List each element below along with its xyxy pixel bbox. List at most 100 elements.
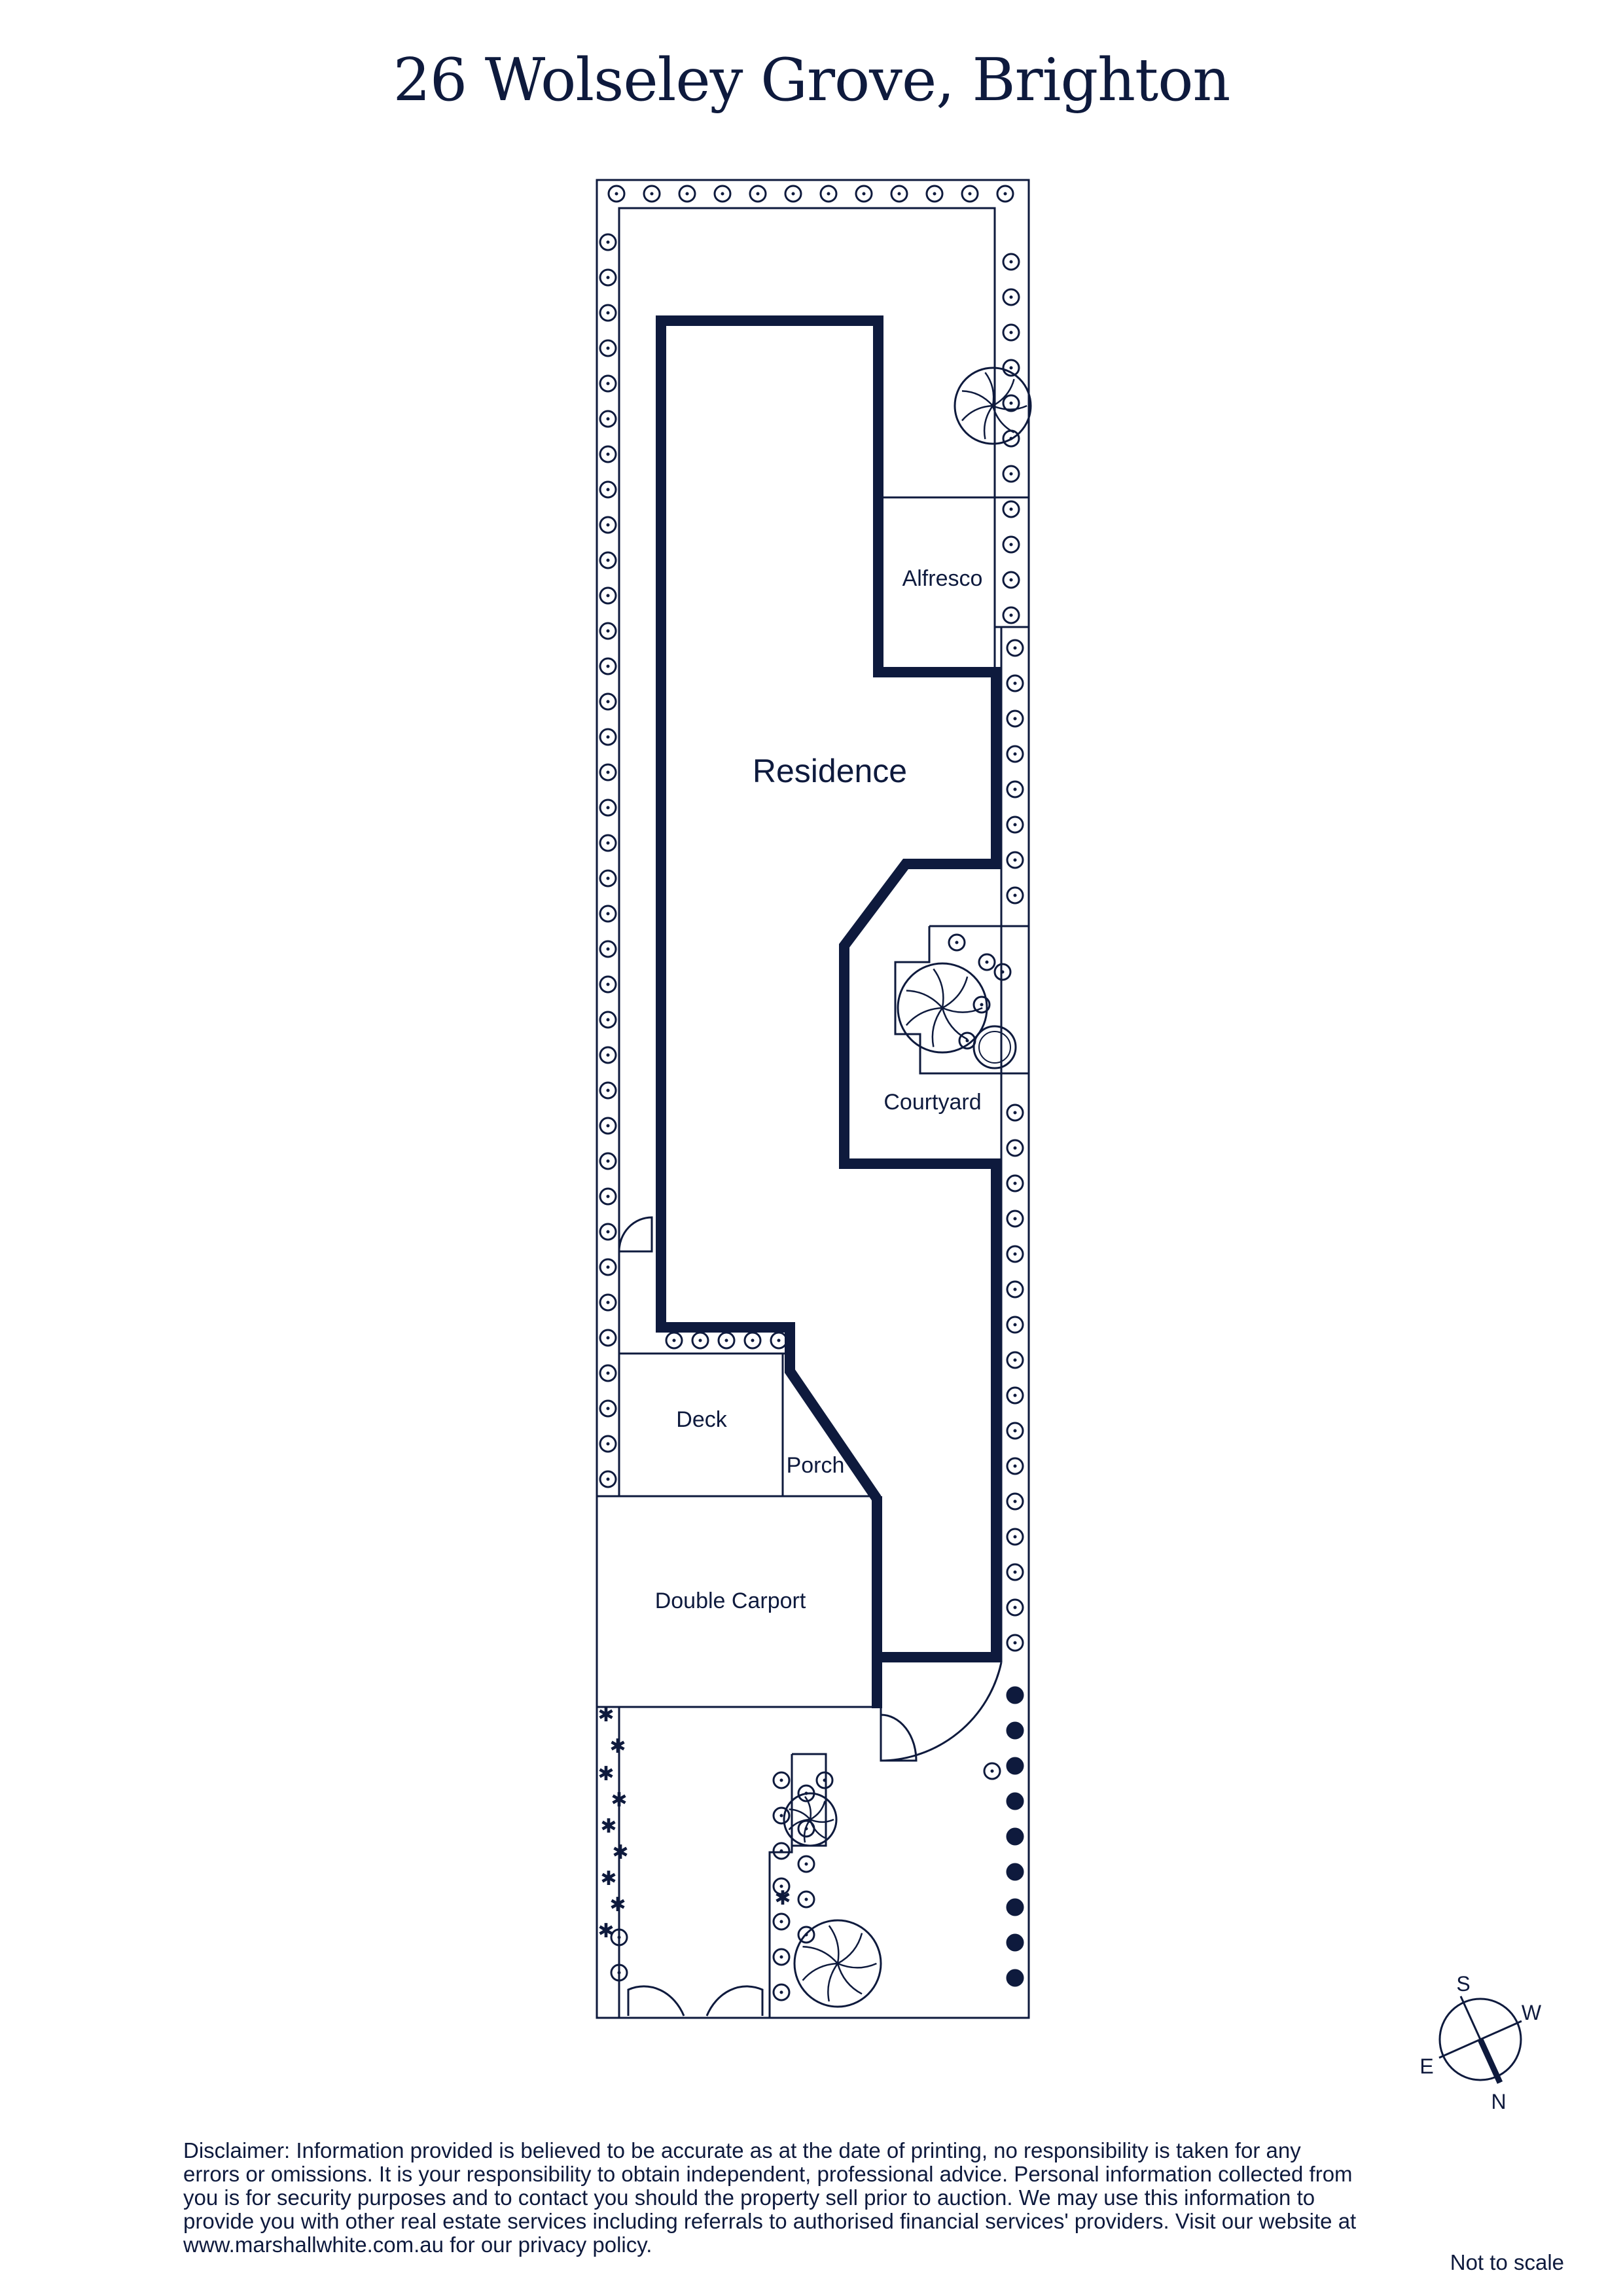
shrub-icon	[599, 940, 617, 958]
star-plant-icon: ✱	[597, 1920, 614, 1943]
tree-group	[783, 367, 1032, 2008]
shrub-icon	[643, 185, 661, 203]
shrub-icon	[1006, 674, 1024, 692]
shrub-icon	[599, 1293, 617, 1312]
shrub-icon	[948, 933, 966, 952]
shrub-icon	[599, 1187, 617, 1206]
shrub-icon	[770, 1331, 788, 1350]
shrub-icon	[855, 185, 873, 203]
residence-outline	[656, 315, 1001, 1708]
shrub-icon	[1002, 288, 1020, 306]
shrub-icon	[1002, 465, 1020, 483]
shrub-icon	[772, 1948, 791, 1966]
shrub-icon	[599, 445, 617, 463]
shrub-icon	[1002, 535, 1020, 554]
shrub-icon	[1002, 253, 1020, 271]
star-plant-icon: ✱	[597, 1704, 614, 1727]
shrub-icon	[772, 1912, 791, 1931]
shrub-icon	[772, 1842, 791, 1860]
shrub-icon	[599, 622, 617, 640]
shrub-icon	[1006, 639, 1024, 657]
compass-w: W	[1522, 2001, 1542, 2024]
shrub-icon	[599, 798, 617, 817]
shrub-icon	[599, 975, 617, 994]
alfresco-label: Alfresco	[902, 566, 983, 591]
shrub-icon	[599, 905, 617, 923]
shrub-icon	[925, 185, 944, 203]
shrub-icon	[1006, 851, 1024, 869]
door-swing-icon	[627, 1985, 685, 2017]
shrub-icon	[1006, 1174, 1024, 1193]
compass-icon: S W E N	[1419, 1972, 1542, 2113]
shrub-icon	[691, 1331, 709, 1350]
shrub-icon	[599, 268, 617, 287]
shrub-icon	[599, 410, 617, 428]
shrub-icon	[599, 374, 617, 393]
shrub-icon	[599, 1470, 617, 1488]
shrub-icon	[1006, 780, 1024, 798]
courtyard-label: Courtyard	[883, 1090, 981, 1115]
property-title: 26 Wolseley Grove, Brighton	[393, 46, 1231, 115]
shrub-icon	[599, 339, 617, 357]
deck-label: Deck	[676, 1407, 727, 1432]
shrub-icon	[1006, 816, 1024, 834]
shrub-icon	[772, 1983, 791, 2001]
shrub-icon	[599, 516, 617, 534]
shrub-icon	[599, 1223, 617, 1241]
shrub-icon	[599, 1329, 617, 1347]
tree-icon	[954, 367, 1032, 445]
shrub-icon	[1006, 1598, 1024, 1617]
shrub-icon	[599, 869, 617, 888]
shrub-icon	[1006, 1933, 1024, 1952]
shrub-icon	[1006, 1634, 1024, 1652]
star-plant-icon: ✱	[600, 1815, 616, 1838]
shrub-icon	[678, 185, 696, 203]
shrub-icon	[599, 586, 617, 605]
shrub-icon	[599, 1258, 617, 1276]
shrub-icon	[599, 834, 617, 852]
alfresco-area	[874, 496, 996, 670]
door-swing-icon	[705, 1985, 764, 2017]
shrub-icon	[1006, 1316, 1024, 1334]
star-plant-icon: ✱	[611, 1789, 627, 1812]
shrub-icon	[996, 185, 1014, 203]
shrub-icon	[1002, 606, 1020, 624]
shrub-icon	[610, 1928, 628, 1946]
shrub-icon	[1006, 1863, 1024, 1881]
shrub-icon	[772, 1771, 791, 1789]
shrub-icon	[819, 185, 838, 203]
shrub-icon	[743, 1331, 762, 1350]
shrub-icon	[1006, 1686, 1024, 1704]
shrub-icon	[1006, 1103, 1024, 1122]
star-plant-icon: ✱	[597, 1763, 614, 1785]
shrub-icon	[1006, 886, 1024, 905]
shrub-icon	[599, 763, 617, 781]
shrub-icon	[972, 996, 991, 1014]
shrub-icon	[599, 551, 617, 569]
shrub-icon	[599, 1081, 617, 1100]
compass-s: S	[1456, 1972, 1470, 1996]
shrub-icon	[890, 185, 908, 203]
door-swing-icon	[880, 1713, 918, 1762]
water-feature-icon	[972, 1025, 1017, 1069]
shrub-icon	[797, 1926, 815, 1944]
star-plant-icon: ✱	[774, 1887, 791, 1910]
property-boundary	[596, 179, 1030, 2019]
shrub-icon	[599, 1364, 617, 1382]
shrub-icon	[1006, 1528, 1024, 1546]
shrub-icon	[599, 1152, 617, 1170]
garden-edge-line	[618, 207, 996, 1354]
compass-n: N	[1491, 2090, 1506, 2113]
shrub-icon	[1006, 1721, 1024, 1740]
shrub-icon	[1006, 1139, 1024, 1157]
shrub-icon	[599, 480, 617, 499]
shrub-icon	[961, 185, 979, 203]
shrub-icon	[983, 1762, 1001, 1780]
shrub-icon	[993, 963, 1012, 981]
disclaimer-text: Disclaimer: Information provided is beli…	[183, 2138, 1357, 2257]
tree-icon	[783, 1792, 838, 1847]
shrub-icon	[607, 185, 626, 203]
shrub-icon	[772, 1806, 791, 1825]
star-plant-icon: ✱	[609, 1893, 626, 1916]
